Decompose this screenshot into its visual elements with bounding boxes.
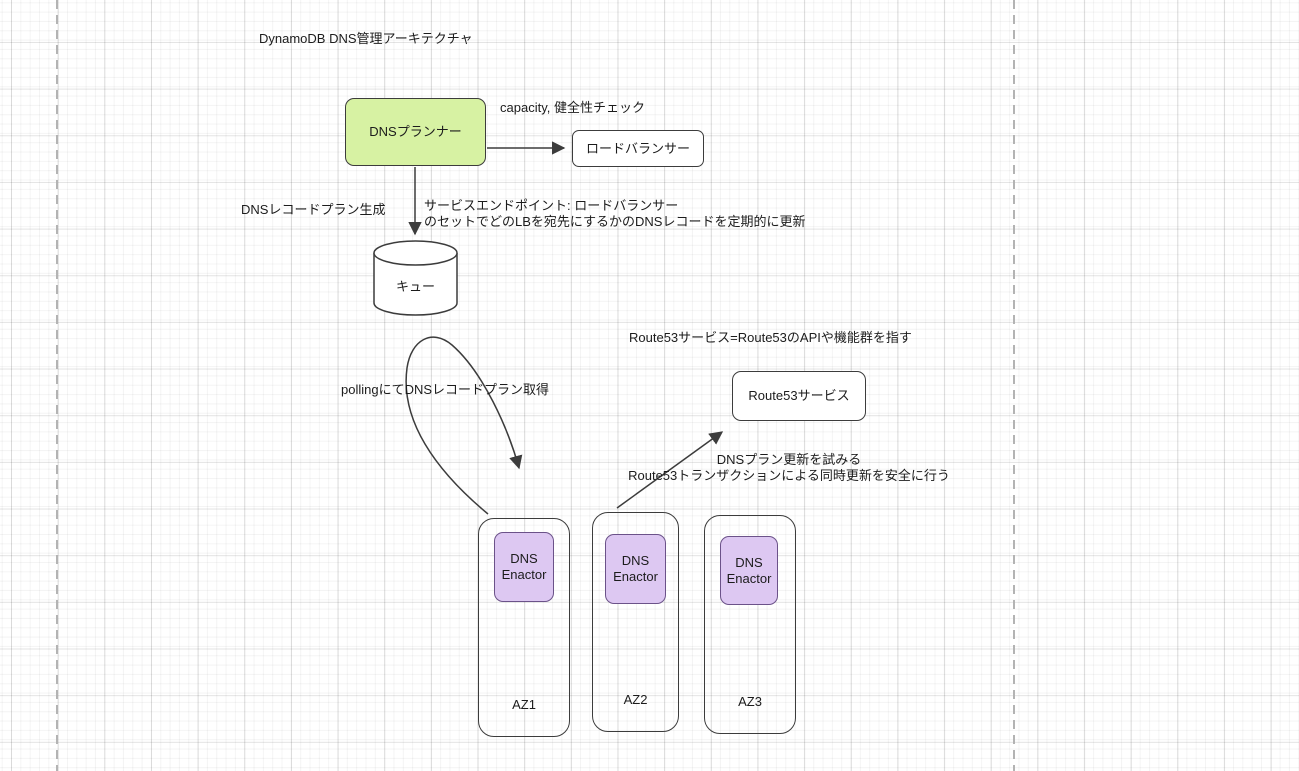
node-az3-container: AZ3: [704, 515, 796, 734]
edge-label-polling: pollingにてDNSレコードプラン取得: [341, 382, 550, 397]
node-dns-enactor-az1: DNS Enactor: [494, 532, 554, 602]
dns-enactor-label: DNS Enactor: [726, 554, 772, 586]
az3-label: AZ3: [738, 694, 762, 709]
node-az1-container: AZ1: [478, 518, 570, 737]
page-boundary-dashed-line-left: [56, 0, 58, 771]
edge-label-plan-generate: DNSレコードプラン生成: [241, 202, 386, 217]
node-queue-cylinder: [373, 240, 458, 316]
az2-label: AZ2: [623, 692, 648, 707]
route53-service-label: Route53サービス: [748, 388, 850, 403]
dns-planner-label: DNSプランナー: [369, 124, 462, 139]
node-az2-container: AZ2: [592, 512, 679, 732]
edge-polling-curve: [405, 336, 523, 515]
note-service-endpoint-line2: のセットでどのLBを宛先にするかのDNSレコードを定期的に更新: [424, 214, 806, 229]
note-service-endpoint-line1: サービスエンドポイント: ロードバランサー: [424, 198, 679, 213]
edge-label-capacity-check: capacity, 健全性チェック: [500, 100, 645, 115]
page-boundary-dashed-line-right: [1013, 0, 1015, 771]
edge-label-update-attempt: DNSプラン更新を試みる Route53トランザクションによる同時更新を安全に行…: [598, 452, 980, 483]
node-dns-enactor-az2: DNS Enactor: [605, 534, 666, 604]
edge-label-update-attempt-line1: DNSプラン更新を試みる: [716, 452, 862, 467]
dns-enactor-label: DNS Enactor: [613, 553, 658, 584]
note-service-endpoint: サービスエンドポイント: ロードバランサー のセットでどのLBを宛先にするかのD…: [424, 198, 805, 230]
edge-enactor-to-route53: [616, 431, 724, 509]
diagram-title: DynamoDB DNS管理アーキテクチャ: [259, 31, 473, 46]
load-balancer-label: ロードバランサー: [585, 140, 690, 156]
node-dns-enactor-az3: DNS Enactor: [720, 536, 778, 605]
node-load-balancer: ロードバランサー: [572, 130, 704, 167]
note-route53-service: Route53サービス=Route53のAPIや機能群を指す: [629, 330, 912, 345]
node-dns-planner: DNSプランナー: [345, 98, 486, 166]
edge-label-update-attempt-line2: Route53トランザクションによる同時更新を安全に行う: [628, 467, 950, 483]
dns-enactor-label: DNS Enactor: [501, 551, 547, 582]
queue-label: キュー: [395, 279, 435, 294]
node-route53-service: Route53サービス: [732, 371, 866, 421]
az1-label: AZ1: [512, 697, 536, 712]
